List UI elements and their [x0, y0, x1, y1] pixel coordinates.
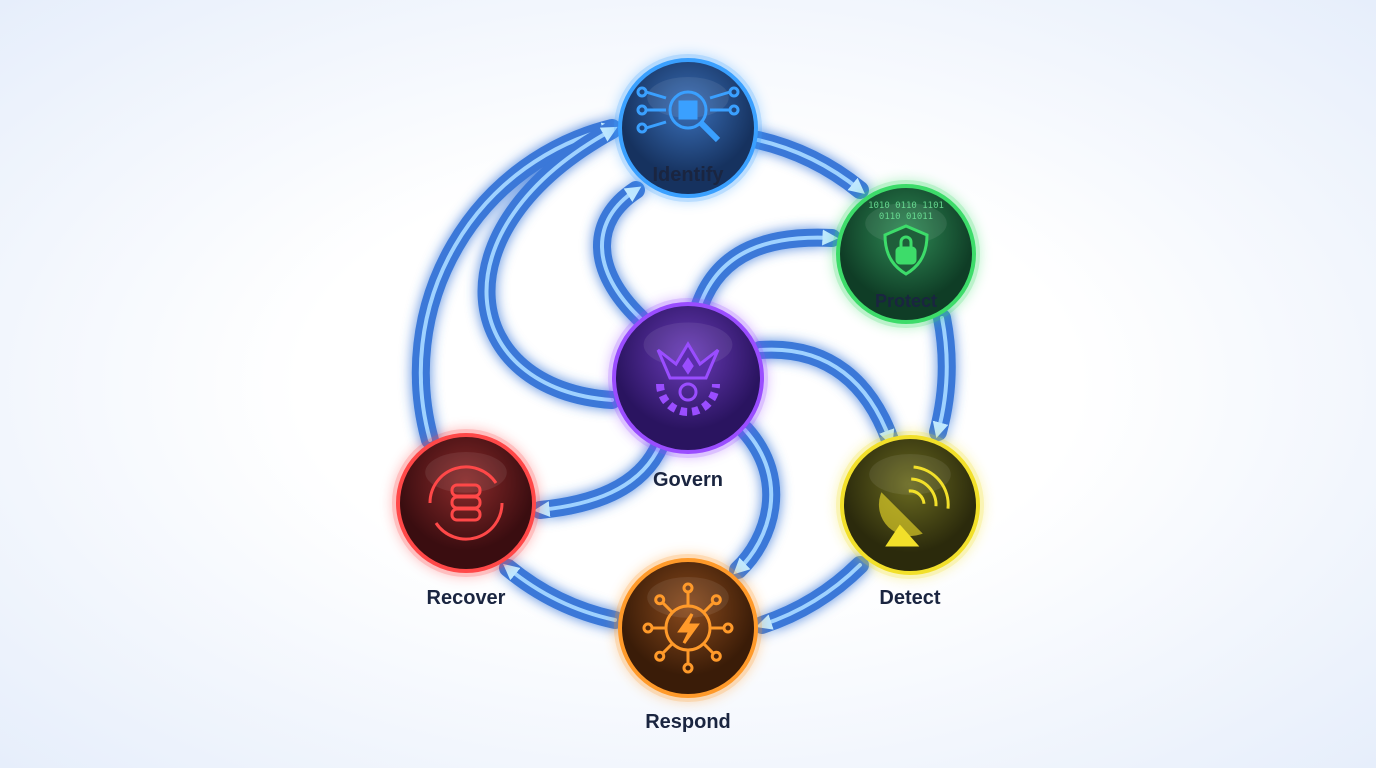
ring-identify-protect — [749, 131, 869, 199]
node-detect[interactable] — [836, 431, 984, 579]
ring-identify-protect-arrow — [756, 138, 865, 195]
govern-to-recover-arrow — [533, 443, 662, 518]
node-respond[interactable] — [614, 554, 762, 702]
database-refresh-icon — [428, 465, 504, 541]
govern-to-detect-arrow — [758, 347, 895, 447]
govern-to-identify-outer-arrow — [484, 126, 618, 402]
ring-detect-respond-arrow — [755, 563, 862, 630]
protect-binary-text: 1010 0110 1101 0110 01011 — [868, 201, 944, 222]
govern-to-respond-arrow — [733, 428, 774, 575]
shield-lock-icon — [883, 224, 929, 276]
ring-protect-detect-arrow — [932, 316, 949, 439]
govern-to-identify-arrow — [600, 186, 642, 320]
node-label-protect: Protect — [874, 291, 938, 311]
govern-to-identify-outer — [477, 121, 621, 409]
ring-respond-recover-arrow — [503, 563, 617, 622]
lightning-network-icon — [642, 582, 734, 674]
govern-to-recover — [531, 436, 669, 519]
radar-dish-icon — [878, 465, 950, 547]
govern-to-protect-arrow — [698, 229, 839, 307]
ring-recover-identify-arrow — [418, 122, 619, 442]
node-label-identify: Identify — [652, 164, 724, 186]
node-govern[interactable] — [608, 298, 768, 458]
node-identify[interactable] — [614, 54, 762, 202]
ring-detect-respond — [753, 556, 869, 634]
node-protect[interactable] — [832, 180, 980, 328]
node-recover[interactable] — [392, 429, 540, 577]
node-label-detect: Detect — [879, 587, 941, 609]
node-label-govern: Govern — [652, 469, 724, 491]
magnifier-chip-icon — [636, 86, 740, 143]
crown-gear-icon — [656, 341, 720, 416]
node-label-respond: Respond — [645, 711, 731, 733]
node-label-recover: Recover — [426, 587, 506, 609]
ring-respond-recover — [499, 559, 624, 629]
